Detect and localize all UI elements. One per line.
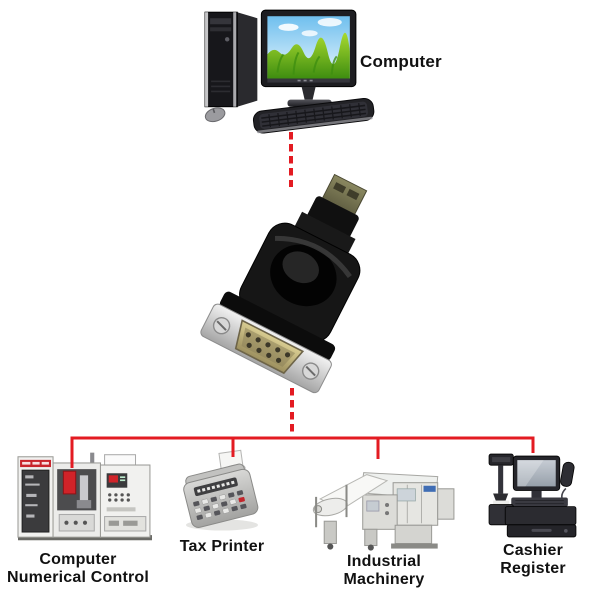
fabric-roll (312, 474, 389, 528)
tax-printer-icon (183, 449, 259, 531)
cnc-node (17, 452, 152, 544)
cnc-label-line2: Numerical Control (6, 569, 150, 586)
cashier-register-label-line2: Register (500, 560, 566, 577)
machine-legs (323, 520, 438, 551)
computer-node (193, 6, 379, 134)
cashier-register-label-line1: Cashier (502, 542, 564, 559)
printer-body (183, 463, 259, 528)
cnc-machine-icon (17, 452, 152, 541)
industrial-machinery-icon (312, 472, 455, 551)
cnc-label-line1: Computer (39, 551, 117, 568)
usb-plug (306, 173, 368, 239)
pc-monitor (260, 9, 357, 107)
customer-display (488, 453, 514, 502)
pc-keyboard (252, 97, 375, 134)
adapter-node (200, 173, 405, 394)
pc-mouse (204, 107, 226, 123)
tax-printer-label-line1: Tax Printer (179, 538, 265, 555)
industrial-machinery-node (308, 458, 460, 552)
cashier-register-icon (488, 453, 577, 538)
cashier-register-node (485, 450, 581, 544)
printer-keypad (193, 490, 247, 520)
pos-handset (560, 461, 575, 487)
industrial-machinery-label-line1: Industrial (346, 553, 421, 570)
pos-monitor (512, 455, 561, 498)
tax-printer-label: Tax Printer (162, 538, 282, 556)
cnc-label: Computer Numerical Control (0, 551, 156, 587)
cashier-register-label: Cashier Register (473, 542, 593, 578)
industrial-machinery-label-line2: Machinery (343, 571, 425, 588)
cnc-control-panel (99, 454, 151, 538)
usb-to-rs232-adapter-icon (200, 173, 368, 394)
desktop-computer-icon (204, 9, 375, 134)
computer-label: Computer (360, 52, 442, 71)
pc-tower (204, 11, 258, 108)
cnc-left-cabinet (17, 456, 54, 538)
adapter-body (219, 211, 361, 361)
cnc-center-section (52, 452, 101, 538)
tax-printer-node (176, 449, 268, 533)
db9-serial-connector (200, 303, 332, 394)
pos-base (488, 497, 577, 538)
industrial-machinery-label: Industrial Machinery (324, 553, 444, 589)
